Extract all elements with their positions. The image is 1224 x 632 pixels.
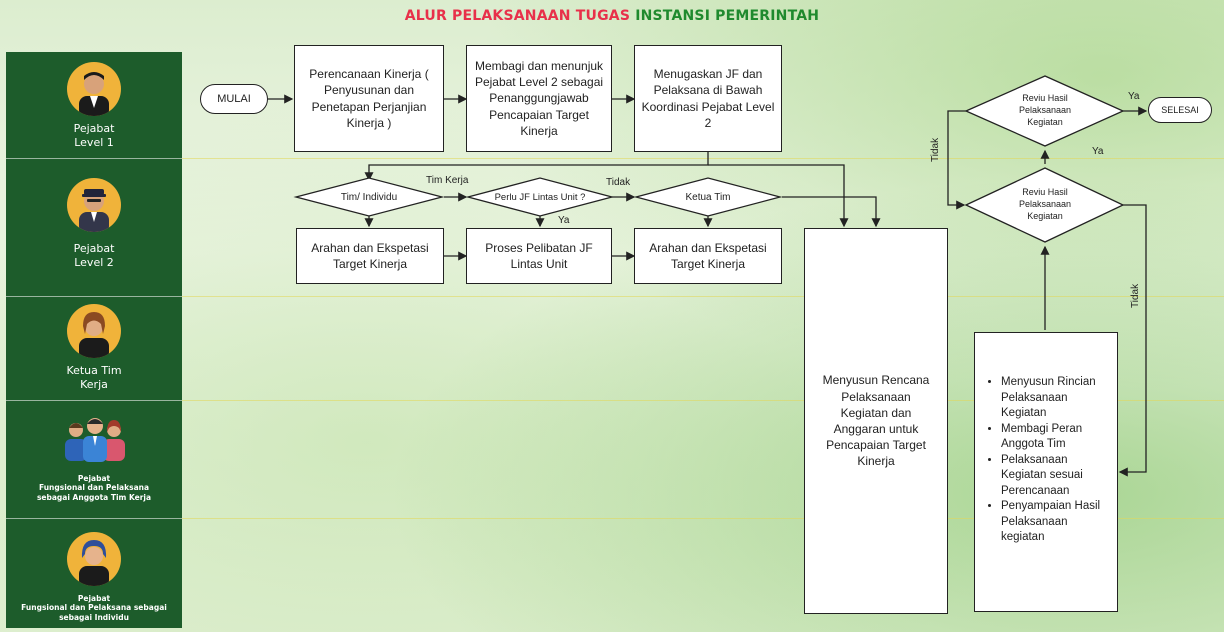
bullet-item: Membagi Peran Anggota Tim (1001, 422, 1111, 453)
bullet-item: Pelaksanaan Kegiatan sesuai Perencanaan (1001, 453, 1111, 500)
sidebar-divider (6, 518, 182, 519)
bullet-item: Menyusun Rincian Pelaksanaan Kegiatan (1001, 375, 1111, 422)
process-arahan-ekspetasi-2: Arahan dan Ekspetasi Target Kinerja (634, 228, 782, 284)
team-leader-woman-icon (67, 304, 121, 358)
role-anggota-tim-kerja: Pejabat Fungsional dan Pelaksana sebagai… (6, 400, 182, 518)
process-perencanaan-kinerja: Perencanaan Kinerja ( Penyusunan dan Pen… (294, 45, 444, 152)
lane-divider (182, 400, 1224, 401)
role-label-line1: Pejabat (73, 242, 115, 255)
edge-menugaskan-timindividu (364, 151, 709, 182)
edge-menugaskan-menyusun (708, 164, 849, 228)
decision-tim-individu (293, 177, 445, 217)
process-arahan-ekspetasi-1: Arahan dan Ekspetasi Target Kinerja (296, 228, 444, 284)
lane-divider (182, 518, 1224, 519)
edge-label-tidak-perlu: Tidak (606, 177, 631, 188)
end-node: SELESAI (1148, 97, 1212, 123)
title-part-green: INSTANSI PEMERINTAH (635, 8, 820, 24)
bullet-item: Penyampaian Hasil Pelaksanaan kegiatan (1001, 499, 1111, 546)
edge-label-tim-kerja: Tim Kerja (426, 175, 469, 186)
role-label-line3: sebagai Individu (59, 612, 129, 622)
individual-woman-icon (67, 532, 121, 586)
role-pejabat-level-2: Pejabat Level 2 (6, 158, 182, 296)
role-label-line2: Level 1 (74, 135, 114, 149)
decision-perlu-jf (465, 177, 615, 217)
edge-label-tidak-bawah: Tidak (1130, 283, 1141, 308)
edge-ketuatim-menyusun (782, 196, 881, 228)
lane-divider (182, 158, 1224, 159)
decision-ketua-tim (633, 177, 783, 217)
role-ketua-tim-kerja: Ketua Tim Kerja (6, 296, 182, 400)
process-rincian-pelaksanaan: Menyusun Rincian Pelaksanaan Kegiatan Me… (974, 332, 1118, 612)
role-pejabat-level-1: Pejabat Level 1 (6, 52, 182, 158)
sidebar-divider (6, 400, 182, 401)
lane-divider (182, 296, 1224, 297)
official-cap-man-icon (67, 178, 121, 232)
edge-label-ya-reviu: Ya (1092, 146, 1104, 157)
edge-reviu-atas-tidak (947, 110, 966, 210)
edge-label-ya-perlu: Ya (558, 215, 570, 226)
sidebar-divider (6, 158, 182, 159)
team-members-icon (62, 412, 128, 462)
role-label-line1: Pejabat (77, 594, 111, 603)
role-label-line1: Pejabat (77, 474, 111, 483)
sidebar-divider (6, 296, 182, 297)
role-label-line3: sebagai Anggota Tim Kerja (36, 492, 152, 502)
role-label-line2: Fungsional dan Pelaksana sebagai (21, 603, 167, 613)
decision-reviu-bawah (964, 167, 1125, 243)
process-menugaskan-jf: Menugaskan JF dan Pelaksana di Bawah Koo… (634, 45, 782, 152)
role-label-line1: Ketua Tim (66, 364, 122, 377)
role-individu: Pejabat Fungsional dan Pelaksana sebagai… (6, 518, 182, 628)
role-label-line2: Kerja (80, 377, 108, 391)
role-label-line2: Level 2 (74, 255, 114, 269)
start-node: MULAI (200, 84, 268, 114)
official-man-icon (67, 62, 121, 116)
process-membagi-menunjuk: Membagi dan menunjuk Pejabat Level 2 seb… (466, 45, 612, 152)
title-part-red: ALUR PELAKSANAAN TUGAS (404, 8, 631, 24)
edge-label-ya-selesai: Ya (1128, 91, 1140, 102)
role-label-line1: Pejabat (73, 122, 115, 135)
role-label-line2: Fungsional dan Pelaksana (38, 483, 150, 493)
edge-label-tidak-atas: Tidak (930, 137, 941, 162)
decision-reviu-atas (964, 75, 1125, 147)
role-sidebar: Pejabat Level 1 Pejabat Level 2 (6, 52, 182, 628)
edge-reviu-bawah-tidak (1118, 204, 1147, 477)
process-pelibatan-jf: Proses Pelibatan JF Lintas Unit (466, 228, 612, 284)
page-title: ALUR PELAKSANAAN TUGAS INSTANSI PEMERINT… (0, 8, 1224, 24)
process-menyusun-rencana: Menyusun Rencana Pelaksanaan Kegiatan da… (804, 228, 948, 614)
